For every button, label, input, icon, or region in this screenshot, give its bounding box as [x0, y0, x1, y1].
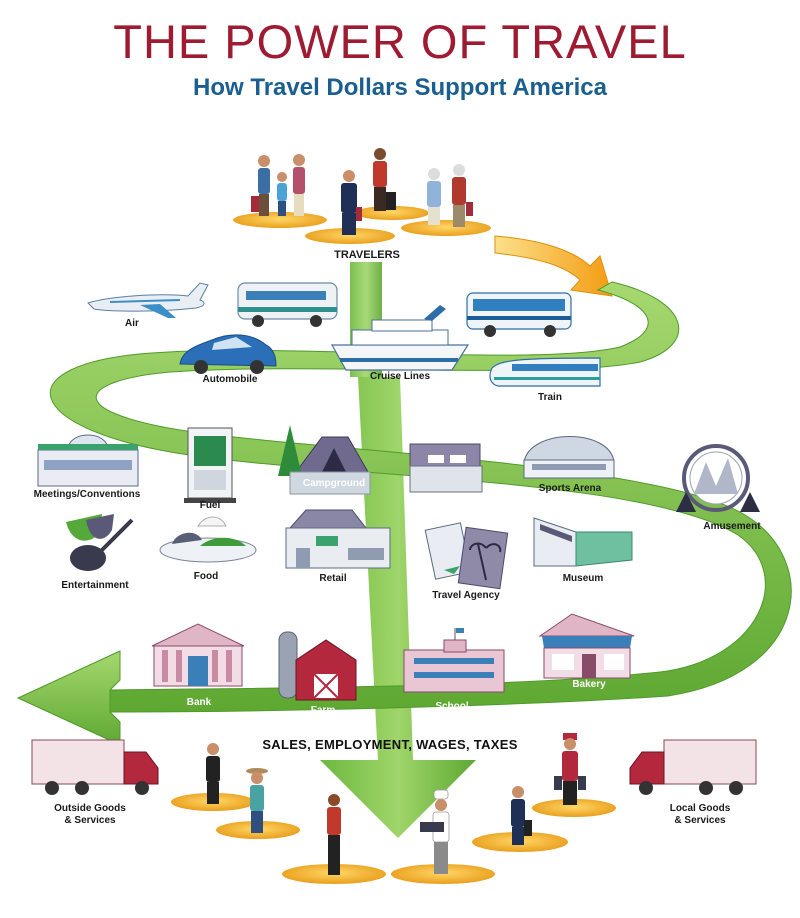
cowboy-figure — [246, 768, 268, 833]
chef-figure — [420, 789, 450, 874]
train-icon — [489, 357, 601, 387]
label-cruise-lines: Cruise Lines — [369, 371, 431, 382]
motor-coach-icon — [466, 292, 572, 337]
travelers-group — [233, 148, 491, 244]
label-bakery: Bakery — [572, 679, 606, 690]
page-title: THE POWER OF TRAVEL — [113, 15, 687, 68]
label-travel-agency: Travel Agency — [432, 590, 500, 601]
workers-group — [171, 733, 616, 884]
businesswoman-figure — [327, 794, 341, 875]
family-figures — [251, 154, 305, 216]
rv-icon — [237, 282, 338, 327]
label-retail: Retail — [319, 573, 347, 584]
bellhop-figure — [554, 733, 586, 805]
convention-center-icon — [37, 434, 139, 487]
label-automobile: Automobile — [202, 374, 258, 385]
local-goods-truck-icon — [629, 739, 757, 795]
label-entertainment: Entertainment — [61, 580, 129, 591]
businessman-figure — [341, 170, 362, 235]
page-subtitle: How Travel Dollars Support America — [193, 74, 607, 101]
label-amusement: Amusement — [703, 521, 761, 532]
lodging-bed-icon — [409, 443, 483, 493]
travelers-flow-arrow — [494, 235, 613, 297]
entertainment-icon — [66, 514, 134, 571]
museum-icon — [533, 517, 633, 567]
pilot-figure — [511, 786, 532, 845]
fuel-pump-icon — [184, 427, 236, 503]
label-food: Food — [193, 571, 219, 582]
label-fuel: Fuel — [199, 500, 221, 511]
waiter-figure — [206, 743, 220, 804]
woman-with-luggage-figure — [373, 148, 396, 211]
bank-icon — [151, 623, 245, 687]
label-travelers: TRAVELERS — [334, 249, 400, 261]
farm-barn-icon — [278, 631, 357, 701]
label-campground: Campground — [302, 478, 366, 489]
bakery-icon — [538, 613, 635, 679]
food-plate-icon — [159, 516, 257, 563]
airplane-icon — [87, 282, 209, 318]
campground-icon — [278, 425, 371, 495]
label-outside-goods-services: Outside Goods & Services — [54, 803, 126, 826]
label-meetings-conventions: Meetings/Conventions — [33, 489, 141, 500]
label-air: Air — [125, 318, 139, 329]
retail-store-icon — [285, 509, 391, 569]
amusement-roller-coaster-icon — [676, 444, 760, 512]
label-lodging: Lodging — [425, 496, 465, 507]
label-bank: Bank — [186, 697, 212, 708]
elderly-couple-figures — [427, 164, 473, 227]
automobile-icon — [179, 334, 277, 374]
label-farm: Farm — [310, 705, 336, 716]
label-school: School — [435, 701, 469, 712]
label-rv: RV — [280, 329, 294, 340]
label-museum: Museum — [562, 573, 604, 584]
label-motor-coach: Motor Coach — [488, 336, 550, 347]
label-local-goods-services: Local Goods & Services — [669, 803, 731, 826]
label-train: Train — [538, 392, 562, 403]
sports-arena-icon — [523, 436, 615, 479]
label-sports-arena: Sports Arena — [538, 483, 602, 494]
travel-agency-icon — [424, 522, 509, 590]
outside-goods-truck-icon — [31, 739, 159, 795]
school-icon — [403, 628, 505, 693]
label-sales-employment-wages-taxes: SALES, EMPLOYMENT, WAGES, TAXES — [262, 737, 518, 752]
cruise-ship-icon — [330, 305, 470, 371]
